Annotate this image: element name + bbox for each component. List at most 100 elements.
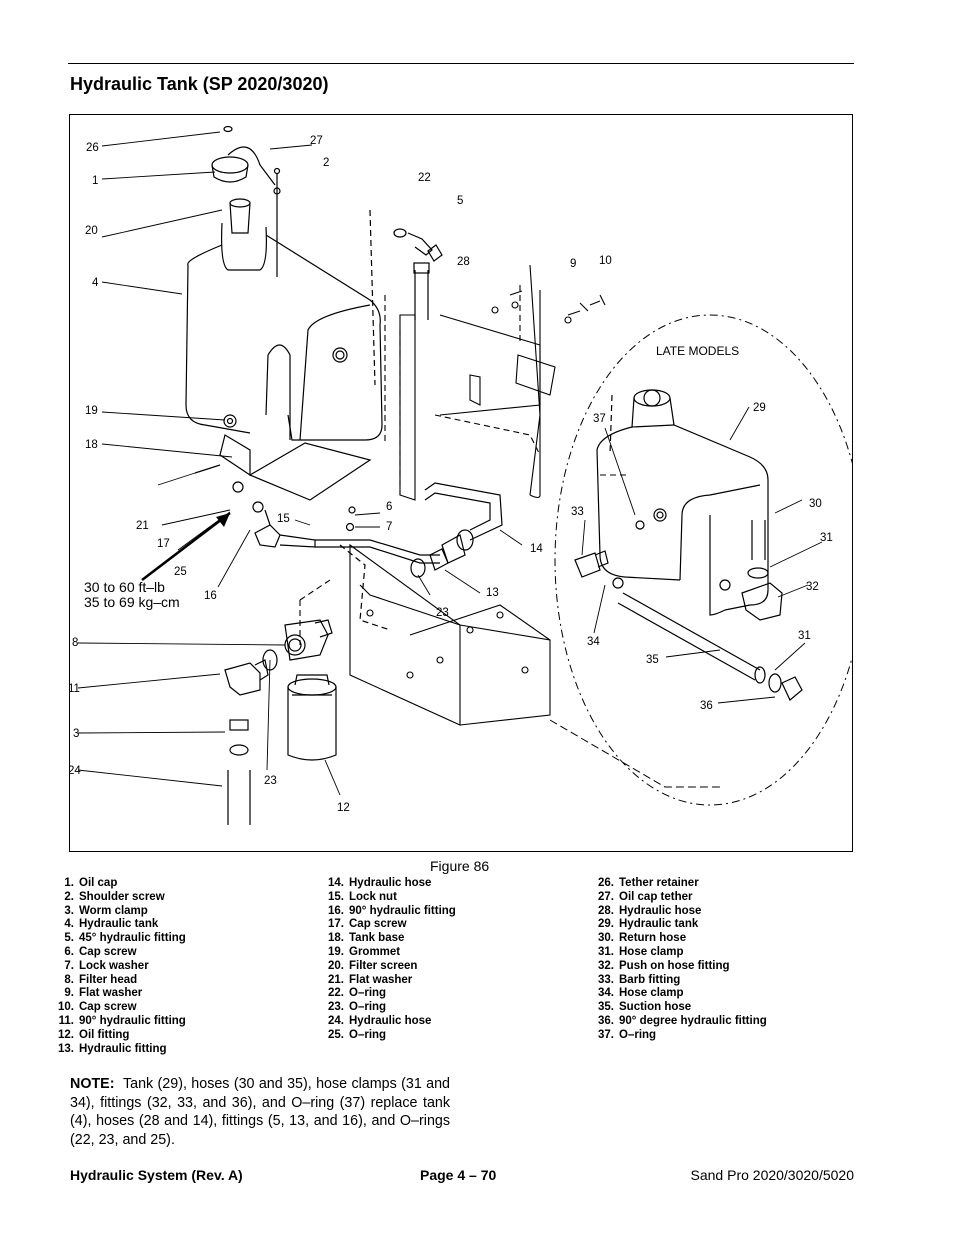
figure-caption: Figure 86 [430,858,490,874]
callout-26: 26 [86,142,99,154]
callout-23a: 23 [436,607,449,619]
leader-lines [77,131,823,796]
list-item: 36.90° degree hydraulic fitting [598,1014,767,1027]
callout-35: 35 [646,654,659,666]
list-item: 35.Suction hose [598,1001,692,1014]
callout-3: 3 [73,728,80,740]
callout-22: 22 [418,172,431,184]
callout-31b: 31 [798,630,811,642]
torque-spec: 30 to 60 ft–lb 35 to 69 kg–cm [84,580,180,610]
list-item: 21.Flat washer [328,973,413,986]
callout-23b: 23 [264,775,277,787]
list-item: 9.Flat washer [64,987,143,1000]
list-item: 12.Oil fitting [58,1028,130,1041]
callout-17: 17 [157,538,170,550]
torque-spec-kgcm: 35 to 69 kg–cm [84,594,180,610]
callout-12: 12 [337,802,350,814]
filter-head-8 [284,619,333,661]
list-item: 15.Lock nut [328,890,397,903]
callout-19: 19 [85,405,98,417]
suction-hose-35 [617,592,803,701]
list-item: 31.Hose clamp [598,945,684,958]
exploded-view-figure: 26 1 27 2 20 4 22 5 28 9 10 19 18 21 17 … [69,114,853,852]
list-item: 16.90° hydraulic fitting [328,904,456,917]
callout-16: 16 [204,590,217,602]
note-label: NOTE: [70,1076,115,1092]
footer-page-number: Page 4 – 70 [420,1167,497,1183]
list-item: 23.O–ring [328,1001,387,1014]
list-item: 29.Hydraulic tank [598,918,699,931]
page-title: Hydraulic Tank (SP 2020/3020) [70,74,329,94]
list-item: 14.Hydraulic hose [328,877,432,889]
note-paragraph: NOTE: Tank (29), hoses (30 and 35), hose… [70,1075,450,1149]
torque-arrow [141,511,231,582]
callout-28: 28 [457,256,470,268]
note-text: Tank (29), hoses (30 and 35), hose clamp… [70,1076,451,1148]
list-item: 33.Barb fitting [598,973,681,986]
callout-2: 2 [323,157,330,169]
hose-14-fitting-13 [410,482,503,578]
parts-list-column-3: 26.Tether retainer 27.Oil cap tether 28.… [590,877,767,1043]
list-item: 20.Filter screen [328,959,418,972]
late-models-label: LATE MODELS [656,344,740,358]
oil-filter-12 [287,674,337,761]
list-item: 32.Push on hose fitting [598,959,730,972]
callout-24: 24 [69,765,81,777]
callout-32: 32 [806,581,819,593]
footer-product-name: Sand Pro 2020/3020/5020 [690,1167,854,1183]
callout-25: 25 [174,566,187,578]
o-ring-23 [262,649,278,671]
callout-37: 37 [593,413,606,425]
late-models-inset [549,314,852,806]
list-item: 10.Cap screw [58,1001,137,1014]
callout-27: 27 [310,135,323,147]
fitting-11-hose-24 [224,659,269,825]
callout-1: 1 [92,175,99,187]
callout-6: 6 [386,501,393,513]
list-item: 11.90° hydraulic fitting [58,1014,186,1027]
callout-29: 29 [753,402,766,414]
footer-section-title: Hydraulic System (Rev. A) [70,1167,243,1183]
list-item: 19.Grommet [328,945,401,958]
hydraulic-tank-4 [185,198,383,441]
callout-10: 10 [599,255,612,267]
callout-36: 36 [700,700,713,712]
list-item: 5.45° hydraulic fitting [64,932,186,945]
list-item: 18.Tank base [328,932,405,945]
return-hose-30 [747,520,769,579]
callout-9: 9 [570,258,577,270]
mounting-bracket [384,264,630,501]
list-item: 4.Hydraulic tank [64,918,159,931]
list-item: 2.Shoulder screw [64,890,165,903]
list-item: 7.Lock washer [64,959,149,972]
callout-20: 20 [85,225,98,237]
fitting-5-hose-28 [369,209,443,386]
list-item: 26.Tether retainer [598,877,699,889]
list-item: 1.Oil cap [64,877,118,889]
list-item: 6.Cap screw [64,945,137,958]
oil-cap-assembly [211,125,281,277]
callout-7: 7 [386,521,393,533]
callout-34: 34 [587,636,600,648]
header-rule [68,63,854,64]
list-item: 28.Hydraulic hose [598,904,702,917]
exploded-view-drawing [77,125,852,825]
list-item: 27.Oil cap tether [598,890,693,903]
tank-base-18 [194,414,372,501]
parts-list-column-1: 1.Oil cap 2.Shoulder screw 3.Worm clamp … [50,877,186,1056]
callout-11: 11 [69,683,80,695]
barb-fitting-33 [574,550,624,589]
parts-list-column-2: 14.Hydraulic hose 15.Lock nut 16.90° hyd… [320,877,456,1043]
list-item: 25.O–ring [328,1028,387,1041]
hydraulic-tank-29 [596,389,769,616]
list-item: 13.Hydraulic fitting [58,1042,167,1055]
list-item: 37.O–ring [598,1028,657,1041]
callout-15: 15 [277,513,290,525]
torque-spec-ftlb: 30 to 60 ft–lb [84,579,165,595]
callout-5: 5 [457,195,464,207]
callout-4: 4 [92,277,99,289]
callout-8: 8 [72,637,79,649]
callout-14: 14 [530,543,543,555]
callout-13: 13 [486,587,499,599]
list-item: 17.Cap screw [328,918,407,931]
